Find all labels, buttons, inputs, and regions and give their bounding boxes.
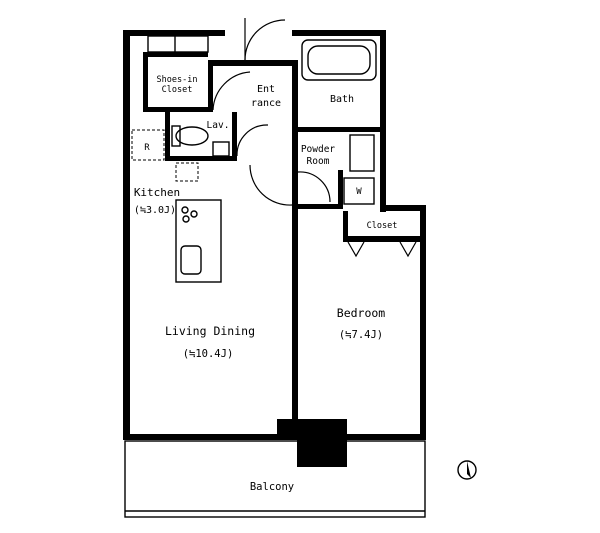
stove-box — [175, 162, 202, 275]
refrigerator-box — [131, 129, 165, 161]
washer-label: W — [356, 187, 362, 197]
shoe-closet-line2: Closet — [162, 85, 193, 95]
balcony — [124, 419, 426, 518]
bathtub — [301, 39, 377, 81]
powder-room-line1: Powder — [301, 144, 336, 155]
bedroom-name: Bedroom — [337, 306, 386, 320]
bath-label: Bath — [330, 94, 354, 105]
powder-room-fixtures — [343, 134, 375, 205]
toilet — [171, 125, 230, 157]
doors — [212, 18, 417, 258]
living-dining-size: (≒10.4J) — [183, 348, 234, 360]
north-compass-icon — [457, 460, 477, 480]
entrance-line1: Ent — [257, 84, 275, 95]
refrigerator-label: R — [144, 143, 150, 153]
entrance-line2: rance — [251, 98, 281, 109]
kitchen-name: Kitchen — [134, 186, 180, 199]
powder-room-line2: Room — [307, 156, 330, 167]
lavatory-label: Lav. — [207, 120, 230, 131]
shoe-closet-line1: Shoes-in — [157, 75, 198, 85]
outer-walls — [123, 30, 426, 440]
living-dining-name: Living Dining — [165, 324, 255, 338]
balcony-label: Balcony — [250, 481, 294, 493]
kitchen-size: (≒3.0J) — [134, 205, 176, 216]
closet-label: Closet — [367, 221, 398, 231]
bedroom-size: (≒7.4J) — [339, 329, 383, 341]
